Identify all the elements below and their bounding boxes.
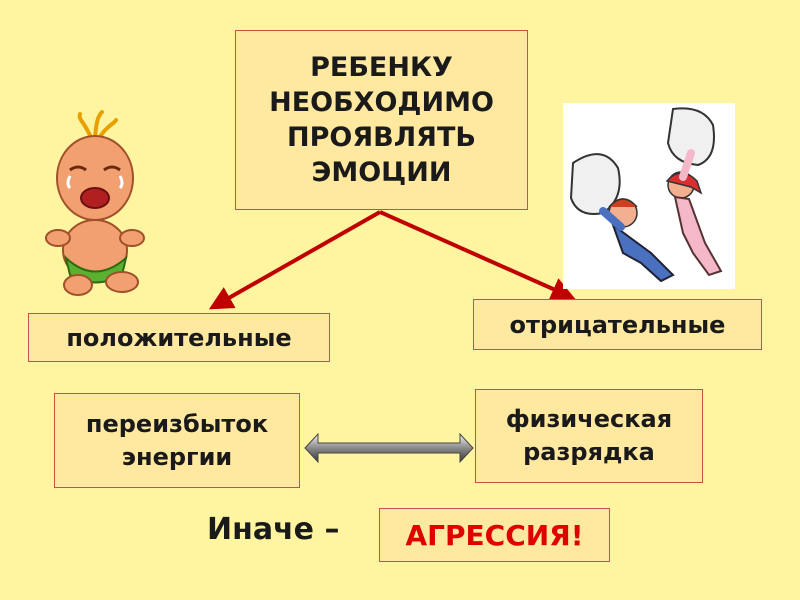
physical-discharge-box: физическая разрядка <box>475 389 703 483</box>
arrow-to-positive <box>208 210 381 310</box>
title-line: РЕБЕНКУ <box>310 52 453 83</box>
energy-line: переизбыток <box>85 409 269 438</box>
positive-label: положительные <box>66 323 292 352</box>
title-line: ЭМОЦИИ <box>311 157 452 188</box>
double-arrow <box>304 432 474 464</box>
energy-line: энергии <box>121 442 233 471</box>
aggression-box: АГРЕССИЯ! <box>379 508 610 562</box>
main-title-box: РЕБЕНКУ НЕОБХОДИМО ПРОЯВЛЯТЬ ЭМОЦИИ <box>235 30 528 210</box>
kids-pillow-fight-illustration <box>563 103 735 289</box>
otherwise-text: Иначе – <box>207 512 340 547</box>
negative-label: отрицательные <box>509 310 726 339</box>
discharge-line: физическая <box>505 405 673 433</box>
discharge-line: разрядка <box>523 438 655 466</box>
negative-emotions-box: отрицательные <box>473 299 762 350</box>
aggression-label: АГРЕССИЯ! <box>405 518 584 552</box>
title-line: ПРОЯВЛЯТЬ <box>287 122 476 153</box>
title-line: НЕОБХОДИМО <box>269 87 494 118</box>
excess-energy-box: переизбыток энергии <box>54 393 300 488</box>
crying-baby-illustration <box>45 110 145 296</box>
positive-emotions-box: положительные <box>28 313 330 362</box>
arrow-to-negative <box>379 210 576 301</box>
